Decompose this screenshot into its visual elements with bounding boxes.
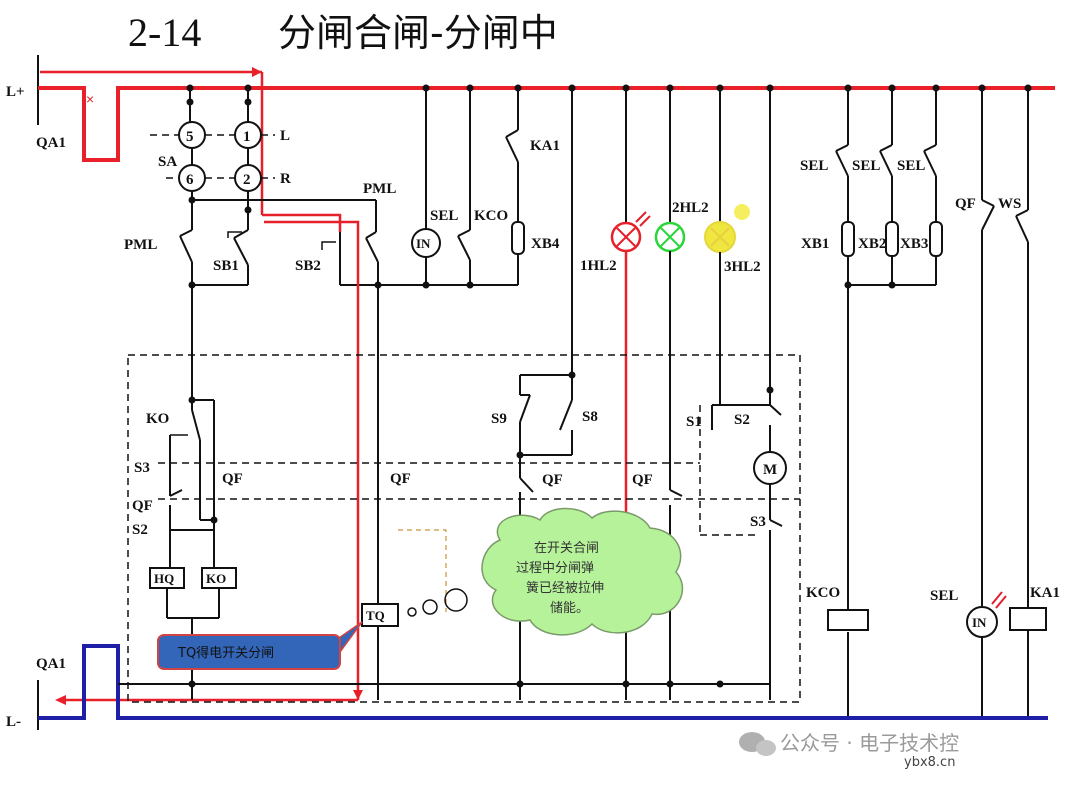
rail-negative-label: L-: [6, 714, 21, 730]
sa-contact-6: 6: [186, 172, 194, 188]
lamp-3hl2-label: 3HL2: [724, 259, 761, 275]
qf-mid2-label: QF: [390, 471, 411, 487]
ko-top-label: KO: [146, 411, 169, 427]
sa-label: SA: [158, 154, 177, 170]
motor-label: M: [763, 462, 777, 478]
pml-right-label: PML: [363, 181, 396, 197]
ka1-top-label: KA1: [530, 138, 560, 154]
xb3-label: XB3: [900, 236, 928, 252]
rail-positive-label: L+: [6, 84, 25, 100]
sa-l-label: L: [280, 128, 290, 144]
pml-sb-switches: [179, 200, 518, 700]
qf-ws-branch: [966, 84, 1047, 720]
qa1-bottom-label: QA1: [36, 656, 66, 672]
lamp-2hl2-label: 2HL2: [672, 200, 709, 216]
watermark-site-bg: [896, 752, 972, 770]
cloud-line-2: 过程中分闸弹: [516, 561, 594, 576]
kco-top-label: KCO: [474, 208, 508, 224]
s2-left-label: S2: [132, 522, 148, 538]
s3-left-label: S3: [134, 460, 150, 476]
qf-top-label: QF: [955, 196, 976, 212]
qa1-top-label: QA1: [36, 135, 66, 151]
mechanism-box: [127, 354, 801, 703]
pml-left-label: PML: [124, 237, 157, 253]
svg-text:×: ×: [86, 91, 94, 107]
s1-label: S1: [686, 414, 702, 430]
xb1-label: XB1: [801, 236, 829, 252]
upper-branch-devices: [411, 84, 525, 289]
qf-mid4-label: QF: [632, 472, 653, 488]
sel-xb-group: [827, 84, 943, 720]
indicator-lamps: [568, 84, 774, 520]
ko-box-label: KO: [206, 571, 226, 586]
tq-callout: [157, 621, 363, 670]
s9-label: S9: [491, 411, 507, 427]
sa-r-label: R: [280, 171, 291, 187]
tq-label: TQ: [366, 608, 385, 623]
negative-rail: [37, 644, 1048, 730]
in-top-label: IN: [416, 236, 431, 251]
sel-3-label: SEL: [897, 158, 925, 174]
cloud-line-4: 储能。: [550, 601, 589, 616]
sb2-label: SB2: [295, 258, 321, 274]
sel-2-label: SEL: [852, 158, 880, 174]
cloud-line-1: 在开关合闸: [534, 541, 599, 556]
watermark-site: ybx8.cn: [904, 755, 955, 770]
tq-coil: [361, 588, 468, 627]
title-text: 分闸合闸-分闸中: [278, 11, 558, 55]
cloud-line-3: 簧已经被拉伸: [526, 580, 604, 596]
hq-box-label: HQ: [154, 571, 174, 586]
energized-path: [55, 213, 363, 705]
title-number: 2-14: [128, 10, 201, 55]
sb1-label: SB1: [213, 258, 239, 274]
ws-label: WS: [998, 196, 1021, 212]
qf-mid3-label: QF: [542, 472, 563, 488]
qf-left-label: QF: [132, 498, 153, 514]
lamp-1hl2-label: 1HL2: [580, 258, 617, 274]
callout-text: TQ得电开关分闸: [177, 645, 274, 661]
watermark-text: 公众号 · 电子技术控: [780, 731, 959, 755]
sa-contact-1: 1: [243, 129, 251, 145]
ka1-bottom-label: KA1: [1030, 585, 1060, 601]
sa-contact-2: 2: [243, 172, 251, 188]
in-bottom-label: IN: [972, 615, 987, 630]
explanation-cloud: [481, 507, 683, 636]
s3-right-label: S3: [750, 514, 766, 530]
watermark: [739, 732, 776, 756]
sel-top-label: SEL: [430, 208, 458, 224]
sa-contact-5: 5: [186, 129, 194, 145]
s2-right-label: S2: [734, 412, 750, 428]
positive-rail: ×: [37, 55, 1055, 215]
sa-switch: [150, 84, 376, 230]
s8-label: S8: [582, 409, 598, 425]
sel-1-label: SEL: [800, 158, 828, 174]
kco-bottom-label: KCO: [806, 585, 840, 601]
left-mechanism-contacts: [149, 396, 237, 700]
xb4-label: XB4: [531, 236, 560, 252]
sel-bottom-label: SEL: [930, 588, 958, 604]
qf-mid1-label: QF: [222, 471, 243, 487]
xb2-label: XB2: [858, 236, 886, 252]
motor-circuit: [711, 386, 787, 700]
